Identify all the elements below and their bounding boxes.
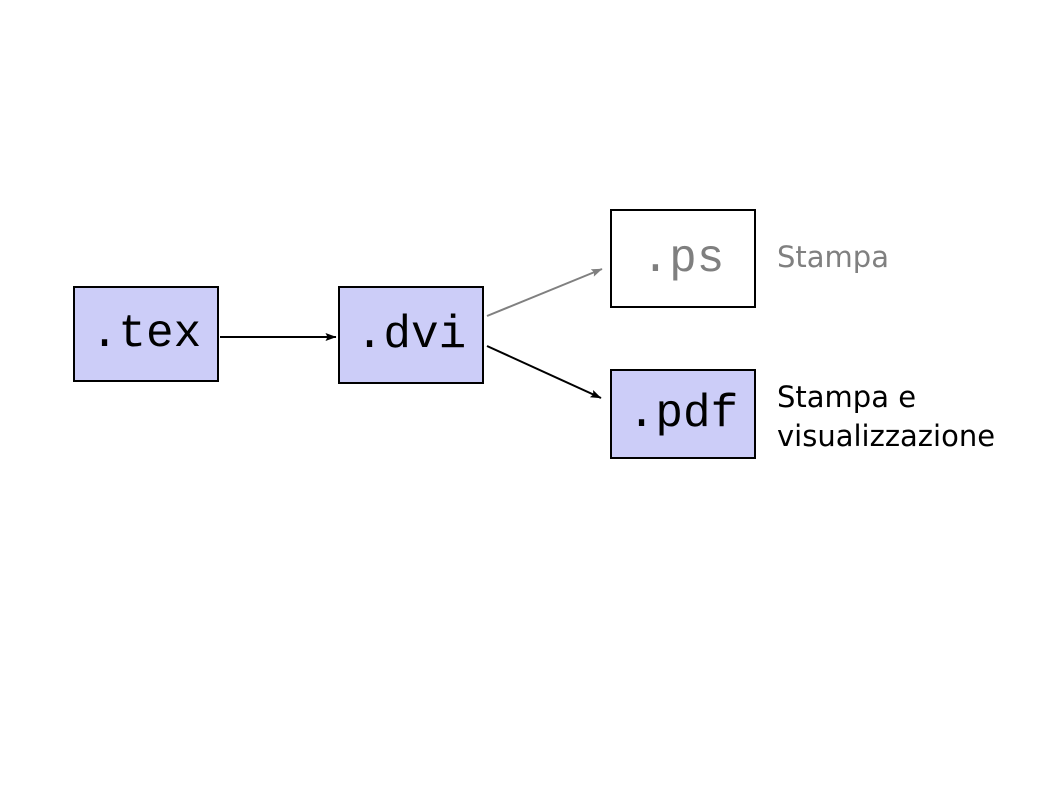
node-ps[interactable]: .ps	[610, 209, 756, 308]
annotation-stampa: Stampa	[777, 240, 889, 274]
edge-dvi-to-ps	[486, 268, 603, 317]
edge-dvi-to-pdf	[486, 345, 602, 399]
node-tex[interactable]: .tex	[73, 286, 219, 382]
node-dvi[interactable]: .dvi	[338, 286, 484, 384]
node-pdf[interactable]: .pdf	[610, 369, 756, 459]
annotation-stampa-visualizzazione: Stampa e visualizzazione	[777, 380, 996, 453]
